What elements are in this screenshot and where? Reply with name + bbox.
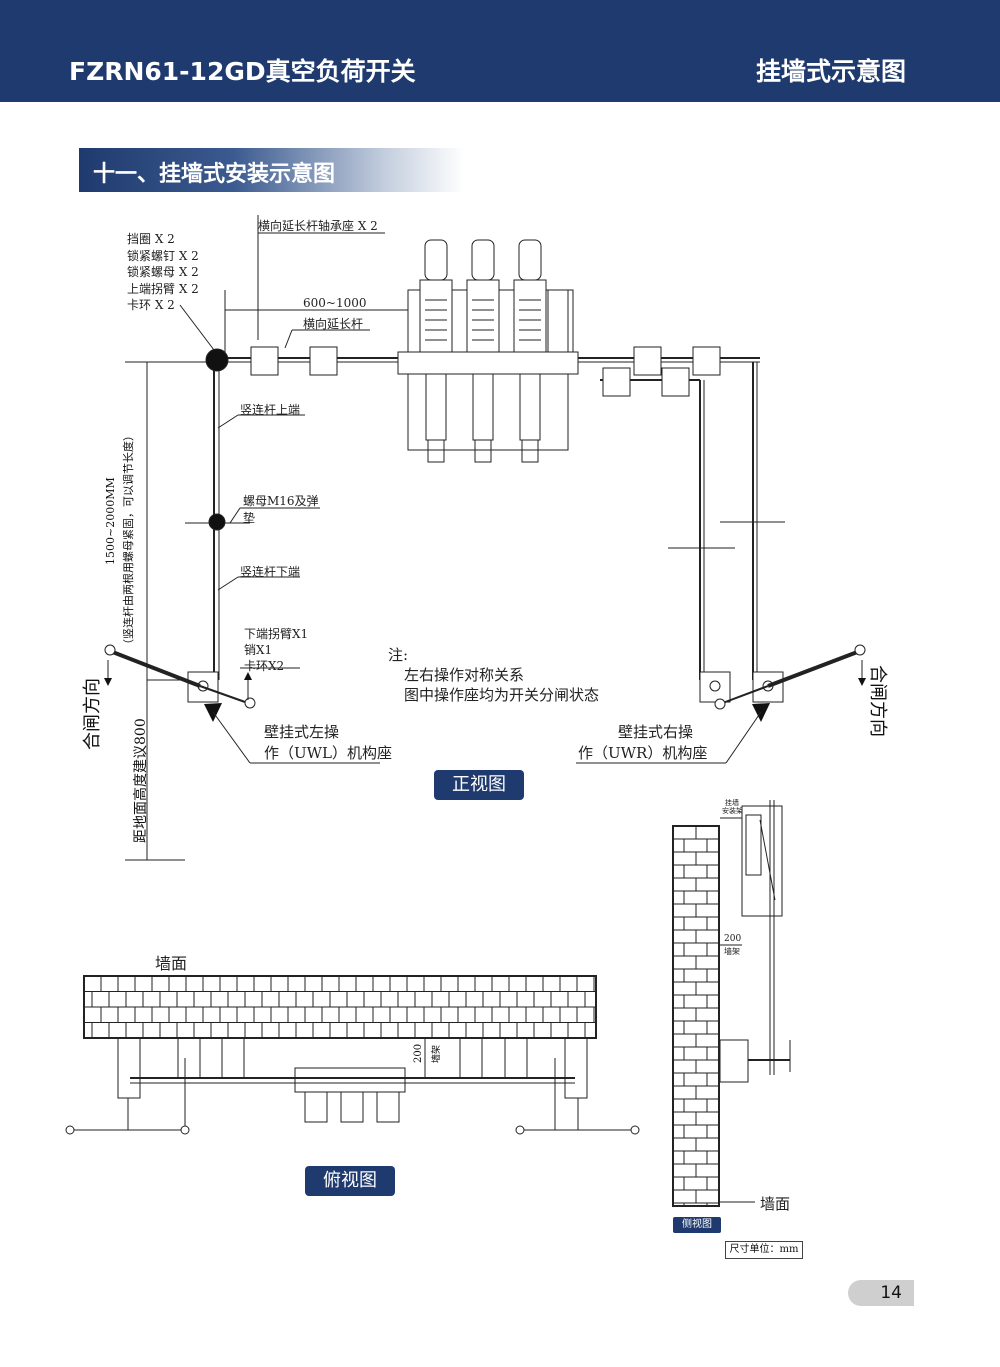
left-mechanism-label: 壁挂式左操 — [264, 723, 340, 741]
right-mechanism-label: 壁挂式右操 — [618, 723, 694, 741]
diagram-type-title: 挂墙式示意图 — [755, 57, 906, 86]
top-view-dim-200: 200 — [413, 1043, 424, 1063]
height-dimension-note: （竖连杆由两根用螺母紧固，可以调节长度） — [122, 430, 135, 650]
vertical-rod-upper-label: 竖连杆上端 — [240, 403, 301, 417]
side-hang-label-cont: 安装架 — [722, 807, 743, 815]
left-mechanism-label-cont: 作（UWL）机构座 — [264, 744, 393, 762]
document-title: FZRN61-12GD真空负荷开关 — [69, 57, 416, 86]
close-direction-left: 合闸方向 — [82, 678, 103, 750]
parts-list-item: 卡环 X 2 — [127, 298, 175, 312]
nut-label: 螺母M16及弹 — [243, 494, 319, 508]
page-header: FZRN61-12GD真空负荷开关 挂墙式示意图 — [0, 0, 1000, 102]
side-hang-label: 挂墙 — [725, 799, 739, 807]
parts-list-item: 挡圈 X 2 — [127, 232, 175, 246]
front-view-badge: 正视图 — [434, 770, 524, 800]
lower-parts-item: 销X1 — [244, 643, 273, 657]
extension-rod-label: 横向延长杆 — [303, 317, 364, 331]
side-wall-label: 墙面 — [760, 1195, 791, 1213]
wall-label: 墙面 — [155, 954, 188, 973]
note-title: 注: — [388, 646, 409, 664]
dimension-600-1000: 600~1000 — [303, 296, 367, 310]
parts-list-item: 上端拐臂 X 2 — [127, 282, 199, 296]
bearing-label: 横向延长杆轴承座 X 2 — [258, 219, 378, 233]
parts-list-item: 锁紧螺钉 X 2 — [127, 249, 199, 263]
side-dim-200: 200 — [724, 934, 742, 944]
lower-parts-item: 卡环X2 — [244, 659, 285, 673]
ground-height-label: 距地面高度建议800 — [133, 718, 149, 843]
close-direction-right: 合闸方向 — [867, 665, 888, 737]
right-mechanism-label-cont: 作（UWR）机构座 — [578, 744, 708, 762]
note-line: 左右操作对称关系 — [404, 666, 525, 684]
lower-parts-item: 下端拐臂X1 — [244, 627, 309, 641]
unit-note: 尺寸单位：mm — [725, 1241, 803, 1259]
section-heading: 十一、挂墙式安装示意图 — [79, 148, 464, 192]
side-wall-bracket: 墙架 — [724, 947, 740, 956]
vertical-rod-lower-label: 竖连杆下端 — [240, 565, 301, 579]
section-title: 十一、挂墙式安装示意图 — [93, 162, 336, 187]
side-view-badge: 侧视图 — [673, 1217, 721, 1233]
height-dimension: 1500~2000MM — [104, 477, 117, 565]
top-view-badge: 俯视图 — [305, 1166, 395, 1196]
parts-list-item: 锁紧螺母 X 2 — [127, 265, 199, 279]
note-line: 图中操作座均为开关分闸状态 — [404, 686, 600, 704]
page-number-tab: 14 — [848, 1280, 914, 1306]
page-number: 14 — [880, 1283, 902, 1303]
nut-label-cont: 垫 — [243, 511, 256, 525]
top-view-wall-bracket: 墙架 — [432, 1044, 442, 1063]
